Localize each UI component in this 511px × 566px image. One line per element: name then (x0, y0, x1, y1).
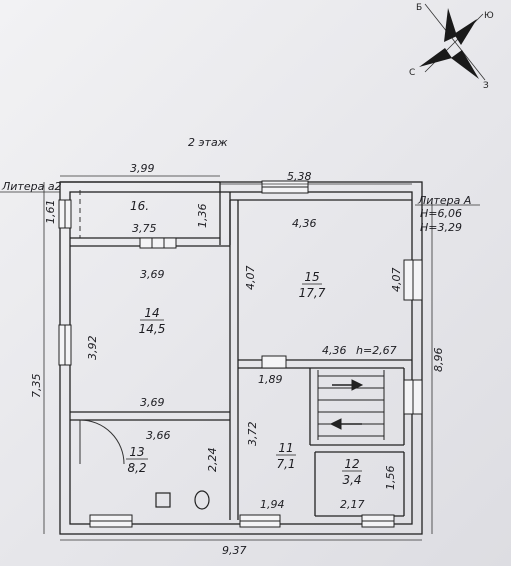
dim-top-right: 5,38 (287, 170, 312, 183)
dim-bottom-total: 9,37 (222, 544, 247, 557)
door-r15-r11 (261, 355, 287, 369)
compass-arrow-w (419, 48, 452, 67)
room-12-number: 12 (344, 457, 359, 471)
dim-r12-bottom: 2,17 (340, 498, 365, 511)
dim-r16-right: 1,36 (196, 204, 209, 229)
compass-rose: Б Ю С З (409, 3, 494, 91)
litera-a-label: Литера А (417, 194, 471, 207)
dim-r11-bottom: 1,94 (260, 498, 285, 511)
staircase (317, 370, 385, 440)
window-r14-top (139, 237, 177, 249)
compass-label-w: С (409, 68, 415, 78)
room-15-area: 17,7 (299, 286, 326, 300)
dim-r15-top: 4,36 (292, 217, 317, 230)
compass-arrow-e (454, 19, 477, 45)
room-14-number: 14 (144, 306, 159, 320)
room-12-area: 3,4 (342, 473, 361, 487)
stair-arrow-up-head (351, 379, 364, 391)
dim-r14-top: 3,69 (140, 268, 165, 281)
compass-label-s: З (483, 81, 489, 91)
interior-walls (70, 199, 412, 520)
dim-r15-right: 4,07 (390, 268, 403, 293)
dim-r11-top: 1,89 (258, 373, 283, 386)
windows (58, 180, 423, 528)
room-11-area: 7,1 (276, 457, 295, 471)
dim-r14-bottom: 3,69 (140, 396, 165, 409)
exterior-walls (59, 181, 423, 535)
litera-a2-label: Литера а2 (1, 180, 62, 193)
room-11-number: 11 (278, 441, 293, 455)
dim-r13-right: 2,24 (206, 448, 219, 473)
dim-top-left: 3,99 (130, 162, 155, 175)
dim-r11-left: 3,72 (246, 422, 259, 447)
labels: 2 этаж Литера а2 Литера А Н=6,06 Н=3,29 … (1, 136, 471, 557)
floor-label: 2 этаж (188, 136, 228, 149)
dim-left-total: 7,35 (30, 374, 43, 399)
sink-fixture (155, 492, 171, 508)
dim-ceiling-height: h=2,67 (356, 344, 397, 357)
room-15-number: 15 (304, 270, 319, 284)
door-swing-r13 (79, 419, 125, 465)
litera-a-h1: Н=6,06 (420, 207, 462, 220)
dim-r14-left: 3,92 (86, 336, 99, 361)
room-13-area: 8,2 (127, 461, 146, 475)
compass-arrow-s (451, 50, 479, 79)
stair-arrow-down-head (329, 418, 342, 430)
dim-right-total: 8,96 (432, 348, 445, 373)
dim-r15-bottom: 4,36 (322, 344, 347, 357)
room-13-number: 13 (129, 445, 144, 459)
dimension-lines (0, 175, 480, 541)
compass-label-e: Ю (484, 11, 494, 21)
dim-r13-top: 3,66 (146, 429, 171, 442)
toilet-fixture (194, 490, 210, 510)
compass-label-n: Б (416, 3, 422, 13)
dim-r12-right: 1,56 (384, 466, 397, 491)
compass-arrow-n (444, 8, 457, 42)
room-14-area: 14,5 (139, 322, 166, 336)
dim-r15-left: 4,07 (244, 266, 257, 291)
dim-r16-inner: 3,75 (132, 222, 157, 235)
litera-a-h2: Н=3,29 (420, 221, 462, 234)
dim-left-a2: 1,61 (44, 200, 57, 225)
room-16-number: 16. (130, 199, 149, 213)
